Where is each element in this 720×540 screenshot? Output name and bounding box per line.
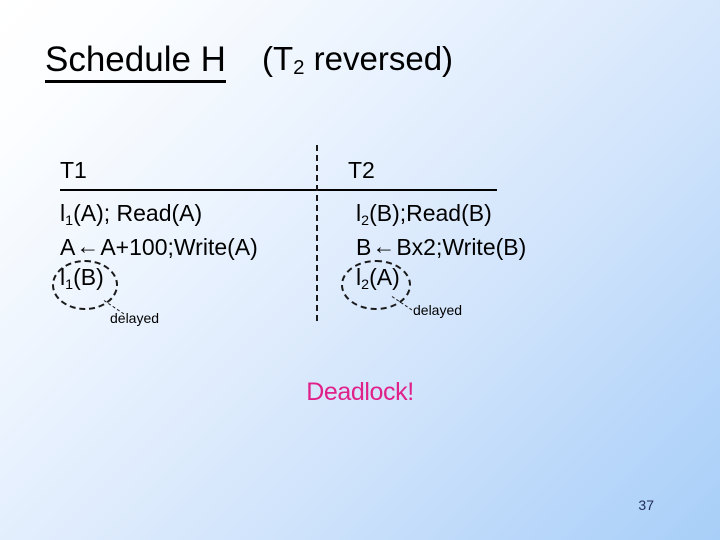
left-arrow-icon: ←	[76, 233, 100, 259]
subtitle-prefix: (T	[261, 40, 294, 77]
column-header-t1: T1	[60, 157, 87, 183]
highlight-ellipse-t2	[341, 260, 411, 310]
subtitle-subscript: 2	[293, 56, 305, 79]
assignment-expression: Bx2;Write(B)	[396, 234, 527, 260]
left-arrow-icon: ←	[372, 233, 396, 259]
t2-operation-2: B←Bx2;Write(B)	[348, 232, 526, 262]
assignment-target: A	[60, 234, 76, 260]
lock-subscript: 1	[65, 213, 74, 229]
t1-operation-2: A←A+100;Write(A)	[60, 232, 258, 262]
assignment-target: B	[356, 234, 372, 260]
operation-text: (B);Read(B)	[369, 200, 492, 226]
lock-prefix: l	[60, 200, 66, 226]
t1-operation-1: l1(A); Read(A)	[60, 198, 258, 232]
table-header-rule	[60, 189, 497, 191]
annotation-delayed-t1: delayed	[110, 310, 160, 326]
column-divider-dashed	[316, 145, 318, 321]
page-title-subtitle: (T2 reversed)	[261, 40, 454, 79]
column-header-t2: T2	[348, 157, 375, 183]
highlight-ellipse-t1	[52, 260, 118, 310]
page-title: Schedule H	[45, 41, 226, 83]
lock-prefix: l	[356, 200, 362, 226]
subtitle-suffix: reversed)	[304, 40, 454, 77]
operation-text: (A); Read(A)	[73, 200, 203, 226]
deadlock-label: Deadlock!	[306, 378, 414, 406]
annotation-delayed-t2: delayed	[413, 302, 463, 318]
page-number: 37	[638, 497, 654, 513]
lock-subscript: 2	[361, 213, 370, 229]
assignment-expression: A+100;Write(A)	[100, 234, 258, 260]
t2-operation-1: l2(B);Read(B)	[348, 198, 526, 232]
slide-title: Schedule H (T2 reversed)	[45, 40, 454, 83]
